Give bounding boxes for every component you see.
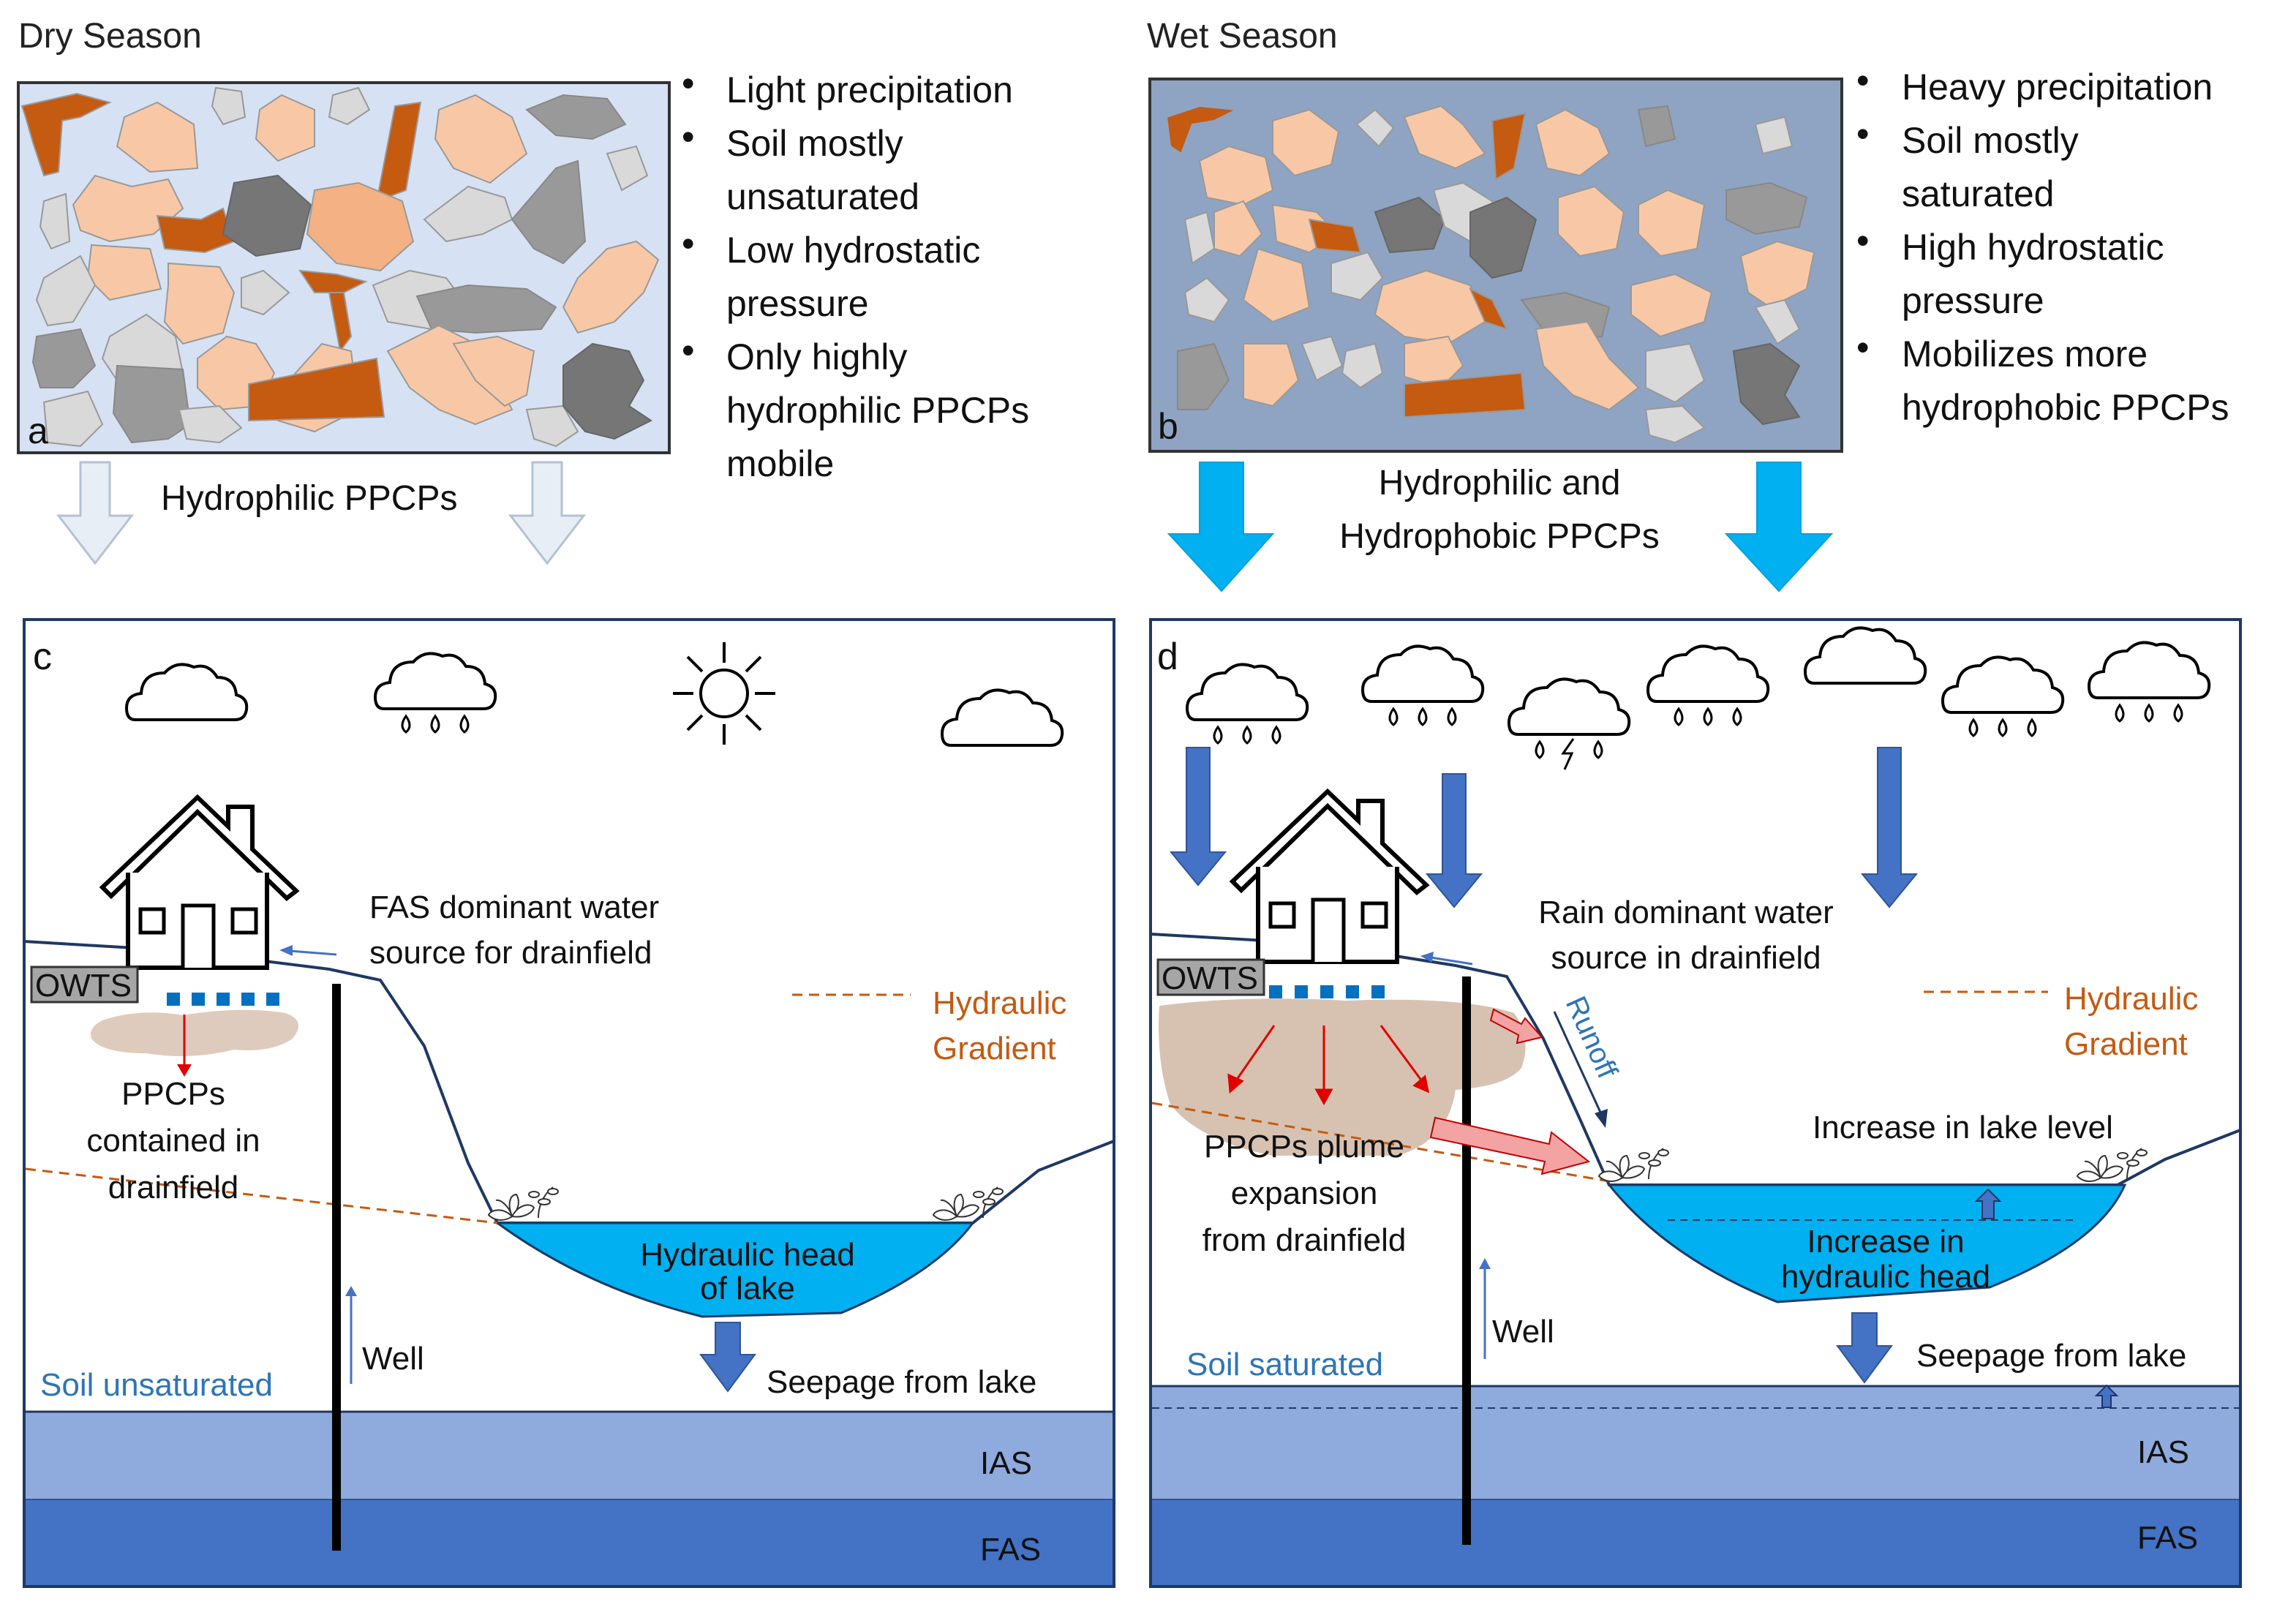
svg-text:•: • <box>1856 220 1870 261</box>
dry-flow-arrow-left <box>56 461 135 565</box>
panel-c <box>23 618 1115 1588</box>
well-label-d: Well <box>1492 1314 1554 1350</box>
fas-label-c: FAS <box>980 1532 1041 1568</box>
svg-text:•: • <box>682 330 695 371</box>
owts-label-c: OWTS <box>35 968 132 1004</box>
lake-d <box>1606 1183 2127 1303</box>
owts-label-d: OWTS <box>1162 960 1258 996</box>
rain-arrow <box>1169 747 1227 887</box>
seepage-label-c: Seepage from lake <box>767 1364 1036 1400</box>
lake-level-label: Increase in lake level <box>1813 1110 2113 1145</box>
hydraulic-gradient-line-d <box>1151 1102 1610 1183</box>
plume-spread-arrows <box>1227 1025 1430 1106</box>
wet-flow-arrow-left <box>1167 462 1275 592</box>
plume-c <box>91 1009 298 1056</box>
wet-bullet-1: Heavy precipitation <box>1902 67 2213 108</box>
svg-text:•: • <box>1856 60 1870 101</box>
ias-layer-d <box>1152 1386 2239 1499</box>
dry-soil-panel <box>17 81 671 454</box>
seepage-label-d: Seepage from lake <box>1916 1338 2186 1374</box>
dry-bullet-1: Light precipitation <box>726 69 1013 110</box>
hydraulic-gradient-line-c <box>25 1167 498 1224</box>
svg-text:•: • <box>1856 327 1870 368</box>
fas-label-d: FAS <box>2137 1520 2198 1556</box>
drainfield-d <box>1269 985 1385 998</box>
svg-text:•: • <box>682 116 695 157</box>
panel-letter-c: c <box>33 636 52 678</box>
dry-flow-arrow-right <box>508 461 587 565</box>
svg-text:•: • <box>682 63 695 104</box>
seepage-arrow-c <box>699 1322 756 1393</box>
plume-d <box>1159 998 1526 1156</box>
ias-label-d: IAS <box>2137 1434 2189 1470</box>
panel-letter-d: d <box>1157 636 1178 678</box>
panel-letter-b: b <box>1158 406 1178 447</box>
owts-box-d <box>1156 958 1265 996</box>
plume-to-lake-arrow <box>1429 1116 1591 1175</box>
runoff-pink-arrow <box>1489 1008 1543 1045</box>
ias-layer-c <box>26 1412 1113 1499</box>
sun-icon <box>673 642 775 745</box>
rain-arrow <box>1425 773 1483 908</box>
storm-cloud-icon <box>1508 677 1631 770</box>
wet-season-title: Wet Season <box>1147 17 1338 56</box>
soil-label-c: Soil unsaturated <box>40 1367 273 1403</box>
lake-c <box>494 1222 975 1318</box>
svg-text:•: • <box>682 223 695 264</box>
ias-label-c: IAS <box>980 1445 1032 1481</box>
owts-box-c <box>30 966 139 1004</box>
fas-layer-d <box>1152 1499 2239 1587</box>
drainfield-c <box>167 993 279 1006</box>
dry-flow-label: Hydrophilic PPCPs <box>161 479 457 518</box>
seepage-arrow-d <box>1836 1312 1893 1384</box>
panel-letter-a: a <box>28 410 48 451</box>
well-label-c: Well <box>362 1341 424 1377</box>
house-icon <box>99 794 300 970</box>
house-icon <box>1229 788 1430 964</box>
aquifer-rise-arrow-d <box>2094 1384 2119 1408</box>
fas-layer-c <box>26 1499 1113 1587</box>
dry-season-title: Dry Season <box>18 17 202 56</box>
panel-d <box>1149 618 2242 1588</box>
svg-text:•: • <box>1856 113 1870 154</box>
rain-arrow <box>1860 747 1919 908</box>
wet-soil-panel <box>1148 78 1843 453</box>
soil-label-d: Soil saturated <box>1186 1347 1383 1382</box>
wet-flow-arrow-right <box>1724 462 1834 592</box>
lake-rise-arrow-d <box>1974 1188 2002 1219</box>
